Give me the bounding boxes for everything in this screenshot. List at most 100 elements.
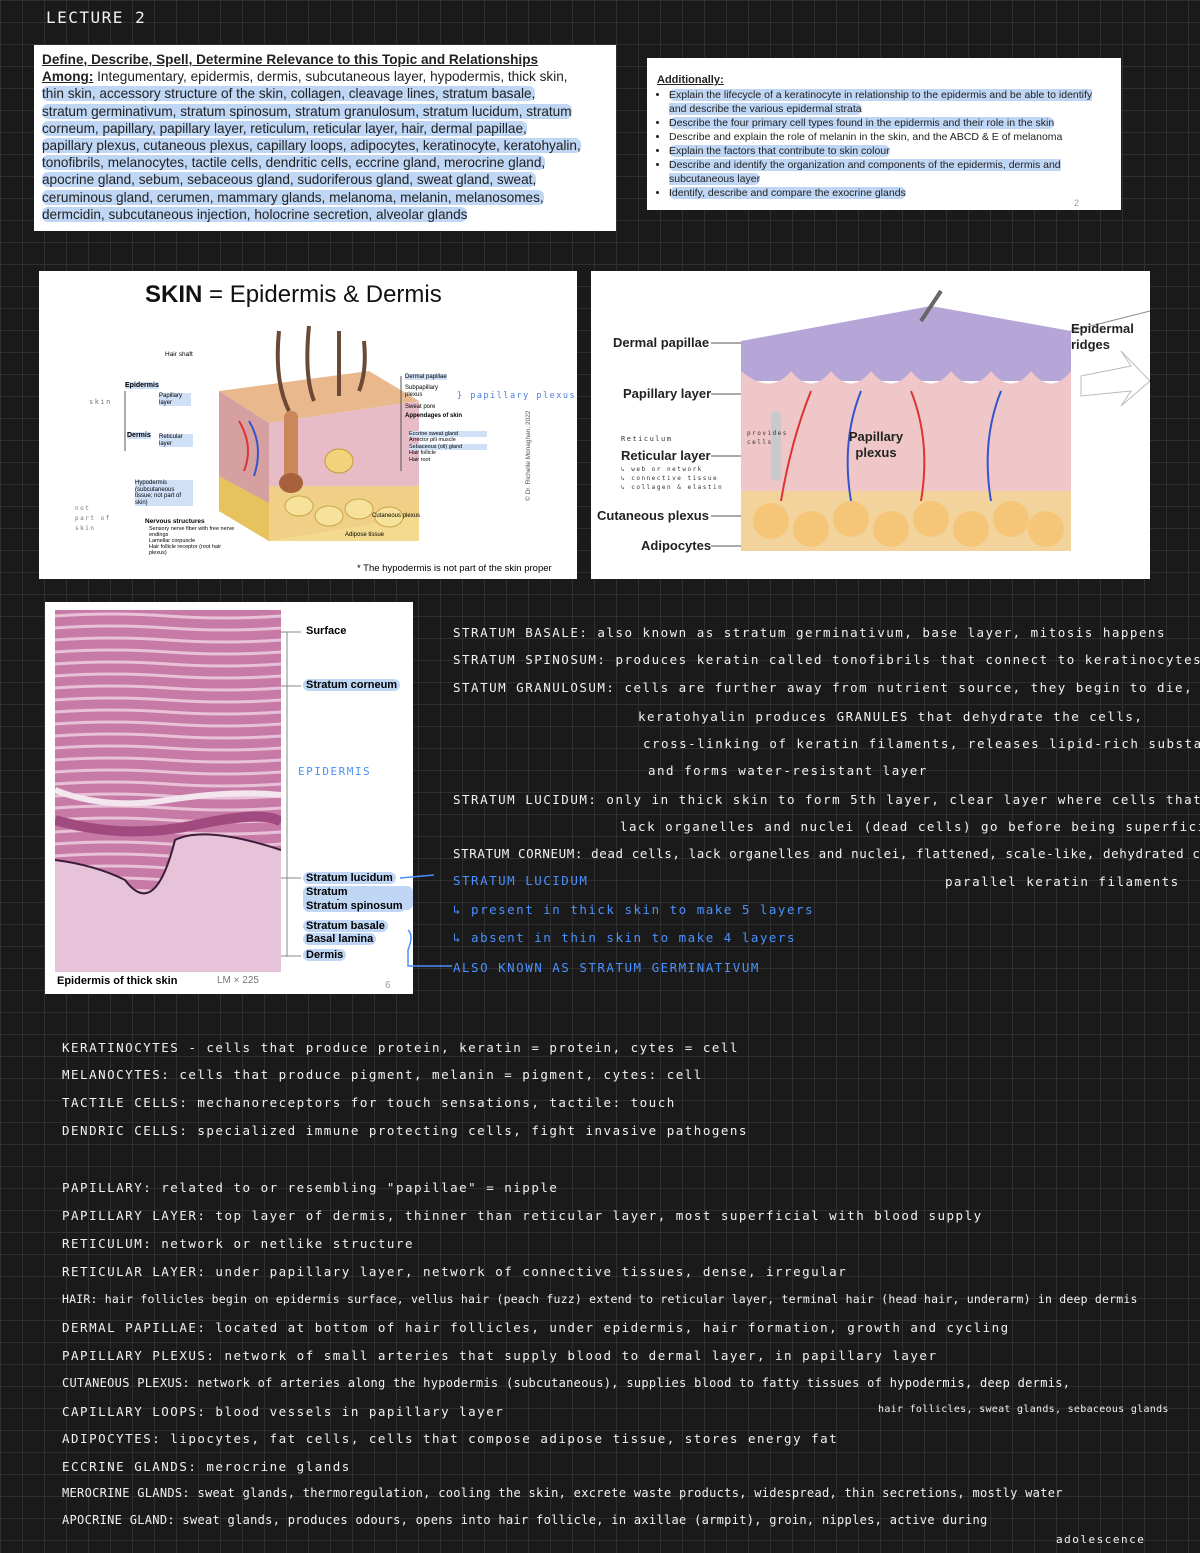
terms-line: ceruminous gland, cerumen, mammary gland… <box>42 190 544 205</box>
list-item: Describe the four primary cell types fou… <box>669 116 1111 130</box>
handwritten-reticulum: Reticulum <box>621 435 672 443</box>
note-stratum-corneum: STRATUM CORNEUM: dead cells, lack organe… <box>453 846 1200 861</box>
terms-line: thin skin, accessory structure of the sk… <box>42 86 535 101</box>
slide-page-number: 6 <box>385 980 391 991</box>
note-tactile-cells: TACTILE CELLS: mechanoreceptors for touc… <box>62 1095 676 1110</box>
terms-line: tonofibrils, melanocytes, tactile cells,… <box>42 155 545 170</box>
terms-line: stratum germinativum, stratum spinosum, … <box>42 104 572 119</box>
nervous-items: Sensory nerve fiber with free nerve endi… <box>149 526 239 556</box>
among-label: Among: <box>42 69 93 84</box>
nervous-structures-label: Nervous structures <box>145 518 205 525</box>
list-item: Describe and identify the organization a… <box>669 158 1111 186</box>
note-reticular-layer: RETICULAR LAYER: under papillary layer, … <box>62 1264 847 1279</box>
thick-skin-micrograph <box>55 610 281 972</box>
note-melanocytes: MELANOCYTES: cells that produce pigment,… <box>62 1067 703 1082</box>
note-capillary-loops: CAPILLARY LOOPS: blood vessels in papill… <box>62 1404 504 1419</box>
list-item: Explain the factors that contribute to s… <box>669 144 1111 158</box>
objectives-heading: Define, Describe, Spell, Determine Relev… <box>42 51 608 68</box>
objectives-slide: Define, Describe, Spell, Determine Relev… <box>34 45 616 231</box>
note-papillary-plexus: PAPILLARY PLEXUS: network of small arter… <box>62 1348 938 1363</box>
micrograph-caption: Epidermis of thick skin <box>57 975 177 987</box>
handwritten-papillary-note: } papillary plexus <box>457 391 576 401</box>
terms-line: Integumentary, epidermis, dermis, subcut… <box>97 69 567 84</box>
note-adipocytes: ADIPOCYTES: lipocytes, fat cells, cells … <box>62 1431 838 1446</box>
handwritten-reticular-notes: ↳ web or network ↳ connective tissue ↳ c… <box>621 465 723 492</box>
dermis-diagram-slide: Dermal papillae Epidermal ridges Papilla… <box>591 271 1150 579</box>
note-granulosum-cont: cross-linking of keratin filaments, rele… <box>643 736 1200 751</box>
note-lucidum-present: ↳ present in thick skin to make 5 layers <box>453 902 814 917</box>
note-apocrine-gland: APOCRINE GLAND: sweat glands, produces o… <box>62 1513 988 1527</box>
terms-line: papillary plexus, cutaneous plexus, capi… <box>42 138 581 153</box>
list-item: Explain the lifecycle of a keratinocyte … <box>669 88 1111 116</box>
adipocytes-label: Adipocytes <box>641 538 711 553</box>
note-papillary: PAPILLARY: related to or resembling "pap… <box>62 1180 558 1195</box>
skin-block-illustration <box>39 271 577 579</box>
cutaneous-plexus-label: Cutaneous plexus <box>372 513 420 519</box>
dermis-label: Dermis <box>303 949 346 961</box>
note-stratum-spinosum: STRATUM SPINOSUM: produces keratin calle… <box>453 652 1200 667</box>
note-hair: HAIR: hair follicles begin on epidermis … <box>62 1292 1138 1306</box>
note-corneum-cont: parallel keratin filaments <box>945 874 1180 889</box>
papillary-plexus-label: Papillary plexus <box>841 429 911 461</box>
note-reticulum: RETICULUM: network or netlike structure <box>62 1236 414 1251</box>
note-stratum-lucidum: STRATUM LUCIDUM: only in thick skin to f… <box>453 792 1200 807</box>
sweat-pore-label: Sweat pore <box>405 404 435 410</box>
hypodermis-label: Hypodermis (subcutaneous tissue; not par… <box>135 480 193 506</box>
skin-diagram-slide: SKIN = Epidermis & Dermis Hair shaft Epi… <box>39 271 577 579</box>
magnification-label: LM × 225 <box>217 975 259 986</box>
list-item: Describe and explain the role of melanin… <box>669 130 1111 144</box>
objectives-list: Explain the lifecycle of a keratinocyte … <box>657 88 1111 200</box>
objectives-terms: Among: Integumentary, epidermis, dermis,… <box>42 68 608 223</box>
epidermal-ridges-label: Epidermal ridges <box>1071 321 1141 353</box>
epidermis-label: Epidermis <box>125 382 159 389</box>
note-granulosum-cont: and forms water-resistant layer <box>648 763 928 778</box>
page-title: LECTURE 2 <box>46 8 146 27</box>
papillary-layer-label: Papillary layer <box>159 393 191 406</box>
additionally-slide: Additionally: Explain the lifecycle of a… <box>647 58 1121 210</box>
note-lucidum-cont: lack organelles and nuclei (dead cells) … <box>620 819 1200 834</box>
note-dendric-cells: DENDRIC CELLS: specialized immune protec… <box>62 1123 748 1138</box>
basal-lamina-label: Basal lamina <box>303 933 376 945</box>
note-dermal-papillae: DERMAL PAPILLAE: located at bottom of ha… <box>62 1320 1010 1335</box>
terms-line: corneum, papillary, papillary layer, ret… <box>42 121 527 136</box>
dermis-label: Dermis <box>127 432 151 439</box>
stratum-spinosum-label: Stratum spinosum <box>303 900 406 912</box>
note-keratinocytes: KERATINOCYTES - cells that produce prote… <box>62 1040 739 1055</box>
papillary-layer-label: Papillary layer <box>623 386 711 401</box>
note-lucidum-absent: ↳ absent in thin skin to make 4 layers <box>453 930 796 945</box>
handwritten-provides-cells: provides cells <box>747 429 781 447</box>
histology-slide: Surface Stratum corneum EPIDERMIS Stratu… <box>45 602 413 994</box>
note-lucidum-heading: STRATUM LUCIDUM <box>453 873 588 888</box>
stratum-lucidum-label: Stratum lucidum <box>303 872 396 884</box>
hair-shaft-label: Hair shaft <box>165 351 193 358</box>
stratum-basale-label: Stratum basale <box>303 920 388 932</box>
dermis-block-illustration <box>591 271 1150 579</box>
note-stratum-granulosum: STATUM GRANULOSUM: cells are further awa… <box>453 680 1193 695</box>
note-cutaneous-plexus: CUTANEOUS PLEXUS: network of arteries al… <box>62 1376 1070 1390</box>
adipose-tissue-label: Adipose tissue <box>345 532 384 538</box>
appendages-label: Appendages of skin <box>405 413 465 420</box>
note-eccrine-glands: ECCRINE GLANDS: merocrine glands <box>62 1459 351 1474</box>
note-basale-aka: ALSO KNOWN AS STRATUM GERMINATIVUM <box>453 960 760 975</box>
note-cutaneous-cont: hair follicles, sweat glands, sebaceous … <box>878 1404 1169 1415</box>
page-number: 2 <box>1074 198 1079 208</box>
footnote: * The hypodermis is not part of the skin… <box>357 563 552 574</box>
reticular-layer-label: Reticular layer <box>621 448 711 463</box>
appendage-items: Eccrine sweat gland Arrector pili muscle… <box>409 431 487 463</box>
handwritten-not-skin-note: not part of skin <box>75 504 111 534</box>
handwritten-skin-note: skin <box>89 398 112 406</box>
cutaneous-plexus-label: Cutaneous plexus <box>597 508 709 523</box>
note-merocrine-glands: MEROCRINE GLANDS: sweat glands, thermore… <box>62 1486 1063 1500</box>
handwritten-epidermis: EPIDERMIS <box>298 765 371 778</box>
subpapillary-label: Subpapillary plexus <box>405 385 453 398</box>
note-granulosum-cont: keratohyalin produces GRANULES that dehy… <box>638 709 1143 724</box>
note-papillary-layer: PAPILLARY LAYER: top layer of dermis, th… <box>62 1208 983 1223</box>
note-apocrine-cont: adolescence <box>1056 1533 1145 1546</box>
additionally-heading: Additionally: <box>657 74 1111 86</box>
terms-line: dermcidin, subcutaneous injection, holoc… <box>42 207 467 222</box>
surface-label: Surface <box>306 625 346 637</box>
note-stratum-basale: STRATUM BASALE: also known as stratum ge… <box>453 625 1166 640</box>
reticular-layer-label: Reticular layer <box>159 434 193 447</box>
terms-line: apocrine gland, sebum, sebaceous gland, … <box>42 172 536 187</box>
stratum-corneum-label: Stratum corneum <box>303 679 400 691</box>
